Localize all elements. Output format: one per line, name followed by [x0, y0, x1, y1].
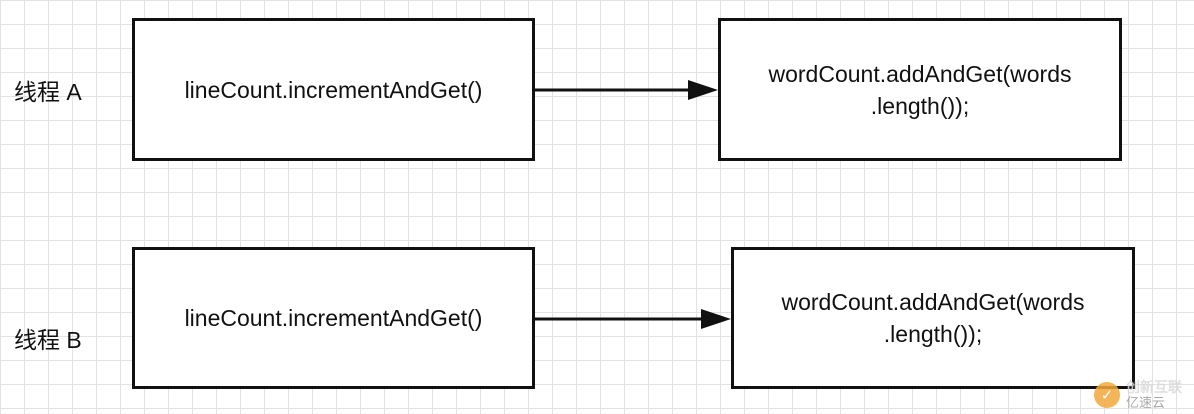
thread-b-wordcount-text-line1: wordCount.addAndGet(words — [781, 289, 1085, 315]
arrow-thread-a — [535, 80, 718, 100]
thread-b-linecount-text: lineCount.incrementAndGet() — [184, 305, 483, 331]
thread-b-wordcount-box: wordCount.addAndGet(words .length()); — [731, 247, 1135, 389]
arrow-b-head — [701, 309, 731, 329]
thread-a-linecount-text: lineCount.incrementAndGet() — [184, 76, 483, 103]
watermark-line2: 亿速云 — [1126, 395, 1166, 410]
thread-b-wordcount-text-line2: .length()); — [883, 321, 983, 347]
thread-a-label: 线程 A — [14, 79, 82, 105]
thread-a-wordcount-box: wordCount.addAndGet(words .length()); — [718, 18, 1122, 161]
thread-a-wordcount-text-line1: wordCount.addAndGet(words — [768, 60, 1072, 87]
thread-b-linecount-box: lineCount.incrementAndGet() — [132, 247, 535, 389]
arrow-thread-b — [535, 309, 731, 329]
thread-a-linecount-box: lineCount.incrementAndGet() — [132, 18, 535, 161]
thread-b-label: 线程 B — [14, 327, 82, 353]
watermark-text: 创新互联 亿速云 — [1126, 379, 1182, 411]
watermark-line1: 创新互联 — [1126, 379, 1182, 395]
brand-logo-icon: ✓ — [1094, 382, 1120, 408]
thread-a-wordcount-text-line2: .length()); — [870, 92, 970, 119]
watermark-logo: ✓ 创新互联 亿速云 — [1094, 380, 1182, 410]
arrow-a-head — [688, 80, 718, 100]
